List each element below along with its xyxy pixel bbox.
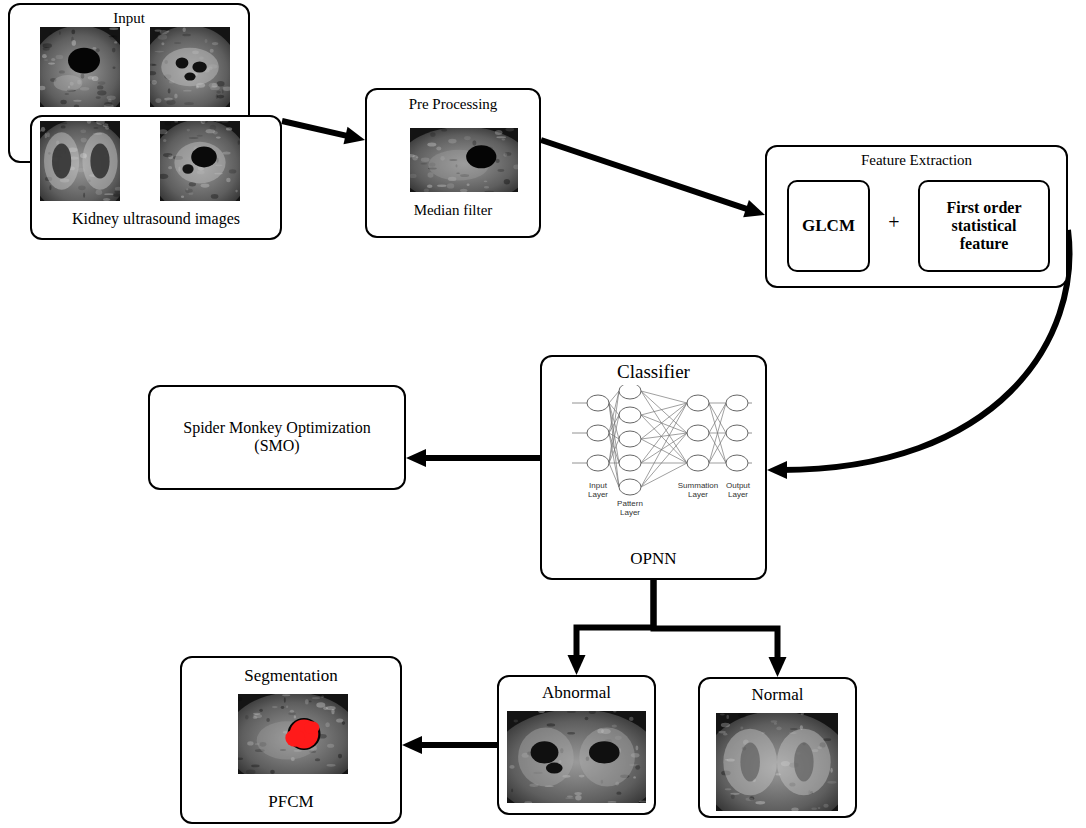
label-holder: + xyxy=(882,211,906,233)
flow-arrow xyxy=(654,580,787,677)
arrow-head xyxy=(402,736,422,754)
label-holder: Output Layer xyxy=(723,482,753,500)
ultrasound-image xyxy=(238,694,348,774)
label-holder: Summation Layer xyxy=(677,482,719,500)
box-text: PFCM xyxy=(268,792,313,812)
label-holder: Input Layer xyxy=(583,482,613,500)
box-title: GLCM xyxy=(802,216,855,236)
layer-label: Output Layer xyxy=(723,482,753,500)
box-text: OPNN xyxy=(630,549,676,569)
ultrasound-image xyxy=(410,128,518,192)
arrow-head xyxy=(343,127,365,145)
ultrasound-image xyxy=(716,713,838,811)
plus-sign: + xyxy=(882,211,906,233)
flow-arrow xyxy=(406,449,540,467)
box-title: First order statistical feature xyxy=(928,199,1040,254)
box-title: Abnormal xyxy=(542,683,611,703)
ultrasound-image xyxy=(507,711,646,803)
flow-arrow xyxy=(541,140,765,217)
arrow-line xyxy=(654,580,778,663)
ultrasound-image xyxy=(160,121,240,201)
label-holder: Pattern Layer xyxy=(612,500,648,518)
input-images-box: Kidney ultrasound images xyxy=(30,115,282,240)
arrow-line xyxy=(577,580,654,661)
flow-arrow xyxy=(568,580,654,675)
layer-label: Pattern Layer xyxy=(612,500,648,518)
neural-network-figure xyxy=(554,385,754,535)
arrow-line xyxy=(420,455,540,461)
arrow-head xyxy=(568,655,586,675)
group-box: Feature ExtractionGLCM First order statis… xyxy=(765,145,1068,288)
result-box: Abnormal xyxy=(497,675,656,815)
flow-arrow xyxy=(402,736,497,754)
arrow-line xyxy=(416,742,497,748)
ultrasound-image xyxy=(150,27,230,107)
flow-arrow xyxy=(282,121,365,144)
box-title: Kidney ultrasound images xyxy=(72,210,240,228)
box-title: Classifier xyxy=(617,361,690,383)
box-title: Pre Processing xyxy=(409,96,498,113)
segmentation-box: SegmentationPFCM xyxy=(180,656,402,824)
result-box: Normal xyxy=(698,677,857,818)
process-box: Pre ProcessingMedian filter xyxy=(365,88,541,238)
box-title: Input xyxy=(113,10,145,27)
layer-label: Summation Layer xyxy=(677,482,719,500)
classifier-box: ClassifierOPNN xyxy=(540,355,767,580)
arrow-line xyxy=(541,140,752,211)
feature-box: GLCM xyxy=(787,180,870,272)
arrow-head xyxy=(769,657,787,677)
box-title: Segmentation xyxy=(244,666,337,686)
feature-box: First order statistical feature xyxy=(918,180,1050,272)
ultrasound-image xyxy=(40,121,120,201)
arrow-head xyxy=(767,461,787,479)
box-title: Feature Extraction xyxy=(861,152,972,169)
arrow-head xyxy=(743,200,765,217)
box-text: Median filter xyxy=(414,202,493,219)
arrow-line xyxy=(282,121,351,137)
box-title: Normal xyxy=(752,685,804,705)
optimizer-box: Spider Monkey Optimization (SMO) xyxy=(148,385,406,490)
arrow-head xyxy=(406,449,426,467)
layer-label: Input Layer xyxy=(583,482,613,500)
ultrasound-image xyxy=(40,27,120,107)
box-title: Spider Monkey Optimization (SMO) xyxy=(177,419,377,456)
